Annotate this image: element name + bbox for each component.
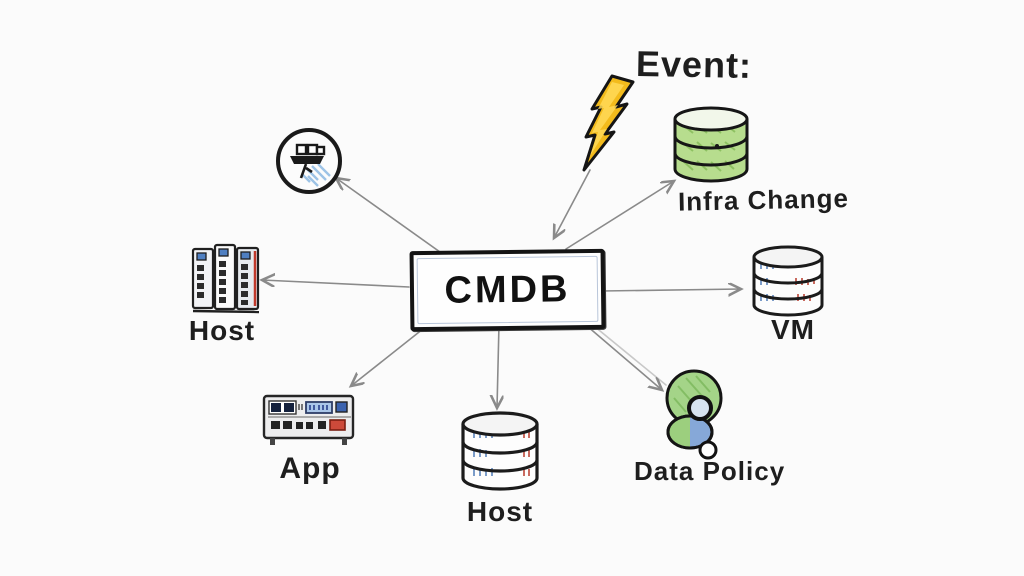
cmdb-node: CMDB bbox=[409, 248, 606, 332]
host-left-label: Host bbox=[188, 315, 256, 346]
arrow-cmdb-to-vm bbox=[600, 289, 741, 291]
server-rack-icon bbox=[191, 243, 260, 314]
appliance-icon bbox=[262, 394, 355, 445]
arrow-cmdb-to-app bbox=[351, 320, 434, 386]
arrow-event-to-cmdb bbox=[554, 169, 591, 238]
arrow-cmdb-to-host-left bbox=[262, 280, 410, 288]
infra-change-label: Infra Change bbox=[677, 183, 850, 217]
ship-circle-icon bbox=[276, 128, 342, 194]
data-policy-label: Data Policy bbox=[634, 456, 786, 486]
arrow-cmdb-to-host-bottom bbox=[497, 323, 499, 408]
host-bottom-label: Host bbox=[466, 496, 534, 527]
arrow-cmdb-to-data-policy bbox=[579, 319, 662, 390]
cmdb-label: CMDB bbox=[444, 267, 571, 312]
lightning-bolt-icon bbox=[582, 74, 635, 172]
circles-cluster-icon bbox=[665, 369, 723, 460]
database-stack-vm-icon bbox=[752, 245, 824, 317]
app-label: App bbox=[279, 452, 341, 485]
vm-label: VM bbox=[771, 314, 815, 345]
arrow-cmdb-to-infra-change bbox=[565, 181, 674, 250]
database-green-icon bbox=[673, 106, 749, 183]
database-stack-host-icon bbox=[461, 411, 539, 491]
event-label: Event: bbox=[635, 42, 753, 87]
arrow-cmdb-to-ship bbox=[336, 178, 448, 258]
